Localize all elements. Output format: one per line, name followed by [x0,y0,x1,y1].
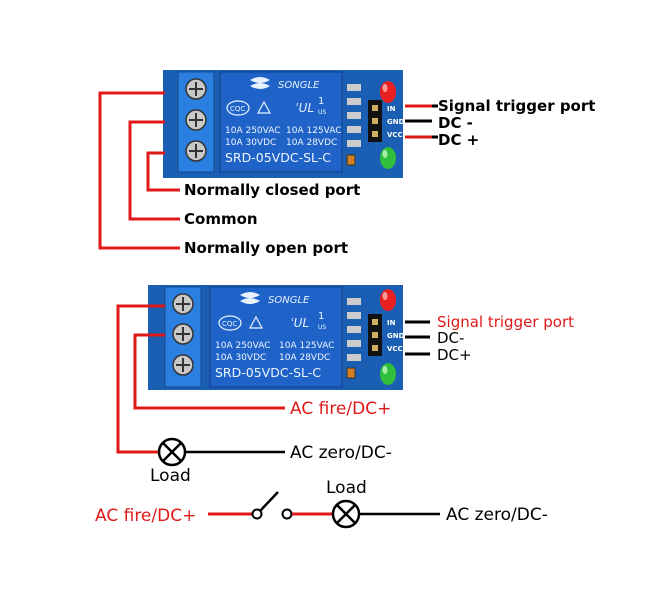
top-signal-label: Signal trigger port [438,97,595,115]
bottom-load-lamp-icon [157,437,187,467]
top-pin-vcc: VCC [387,131,403,139]
bottom-load-label: Load [150,466,191,486]
top-no-wire [98,91,180,250]
top-cqc-mark [226,100,250,116]
bottom-warning-icon [248,315,264,329]
bottom-cert-us: US [318,324,326,331]
top-resistor-2 [347,98,361,105]
top-spec-row1-right: 10A 125VAC [286,126,342,136]
top-relay-brand: SONGLE [278,80,320,91]
top-spec-row2-right: 10A 28VDC [286,138,337,148]
bottom-cert-num: 1 [318,311,324,322]
top-com-wire [128,120,180,221]
bottom-terminal-screw-3 [172,354,194,376]
switch-load-label: Load [326,478,367,498]
top-terminal-screw-2 [185,109,207,131]
top-com-label: Common [184,210,258,228]
bottom-pin-vcc: VCC [387,345,403,353]
bottom-relay-brand: SONGLE [268,295,310,306]
bottom-resistor-1 [347,298,361,305]
top-spec-row1-left: 10A 250VAC [225,126,281,136]
top-relay-model: SRD-05VDC-SL-C [225,150,331,165]
top-cert-cqc: CQC [230,105,245,113]
bottom-dc-minus-label: DC- [437,329,464,347]
bottom-spec-row1-right: 10A 125VAC [279,341,335,351]
bottom-spec-row2-right: 10A 28VDC [279,353,330,363]
top-spec-row2-left: 10A 30VDC [225,138,276,148]
top-relay-module: SONGLE CQC ʿUL 1 US 10A 250VAC 10A 125VA… [163,70,405,178]
bottom-pin-gnd: GND [387,332,405,340]
bottom-resistor-2 [347,312,361,319]
switch-load-lamp-icon [331,499,361,529]
top-terminal-screw-3 [185,140,207,162]
bottom-pin-in: IN [387,319,396,327]
top-ul-mark: ʿUL [295,101,314,115]
top-nc-wire [146,151,180,192]
top-diode [346,154,356,166]
top-cert-num: 1 [318,96,324,107]
top-no-label: Normally open port [184,239,348,257]
bottom-resistor-4 [347,340,361,347]
bottom-diode [346,367,356,379]
top-relay-body [219,71,343,173]
top-warning-icon [256,100,272,114]
bottom-dc-plus-label: DC+ [437,346,472,364]
top-resistor-1 [347,84,361,91]
top-cert-us: US [318,109,326,116]
top-resistor-5 [347,140,361,147]
top-terminal-screw-1 [185,78,207,100]
bottom-ul-mark: ʿUL [290,316,309,330]
bottom-led-red [380,289,396,311]
top-dc-plus-label: DC + [438,131,479,149]
bottom-resistor-3 [347,326,361,333]
top-pin-gnd: GND [387,118,405,126]
bottom-spec-row2-left: 10A 30VDC [215,353,266,363]
bottom-ac-fire-label: AC fire/DC+ [290,399,391,419]
bottom-resistor-5 [347,354,361,361]
top-nc-label: Normally closed port [184,181,360,199]
bottom-signal-label: Signal trigger port [437,313,574,331]
switch-ac-fire-label: AC fire/DC+ [95,506,196,526]
bottom-led-green [380,363,396,385]
switch-icon [251,491,293,520]
bottom-relay-body [209,286,343,388]
bottom-terminal-screw-1 [172,293,194,315]
top-dc-minus-label: DC - [438,114,473,132]
bottom-spec-row1-left: 10A 250VAC [215,341,271,351]
top-pin-in: IN [387,105,396,113]
bottom-ac-fire-wire [133,333,285,410]
switch-ac-zero-label: AC zero/DC- [446,505,548,525]
bottom-cert-cqc: CQC [222,320,237,328]
top-resistor-3 [347,112,361,119]
top-led-red [380,81,396,103]
bottom-load-wire-red [116,304,165,454]
bottom-terminal-screw-2 [172,323,194,345]
top-resistor-4 [347,126,361,133]
bottom-ac-zero-label: AC zero/DC- [290,443,392,463]
bottom-relay-module: SONGLE CQC ʿUL 1 US 10A 250VAC 10A 125VA… [148,285,405,390]
bottom-songle-logo [240,292,260,304]
top-songle-logo [250,77,270,89]
top-led-green [380,147,396,169]
bottom-relay-model: SRD-05VDC-SL-C [215,365,321,380]
bottom-cqc-mark [218,315,242,331]
